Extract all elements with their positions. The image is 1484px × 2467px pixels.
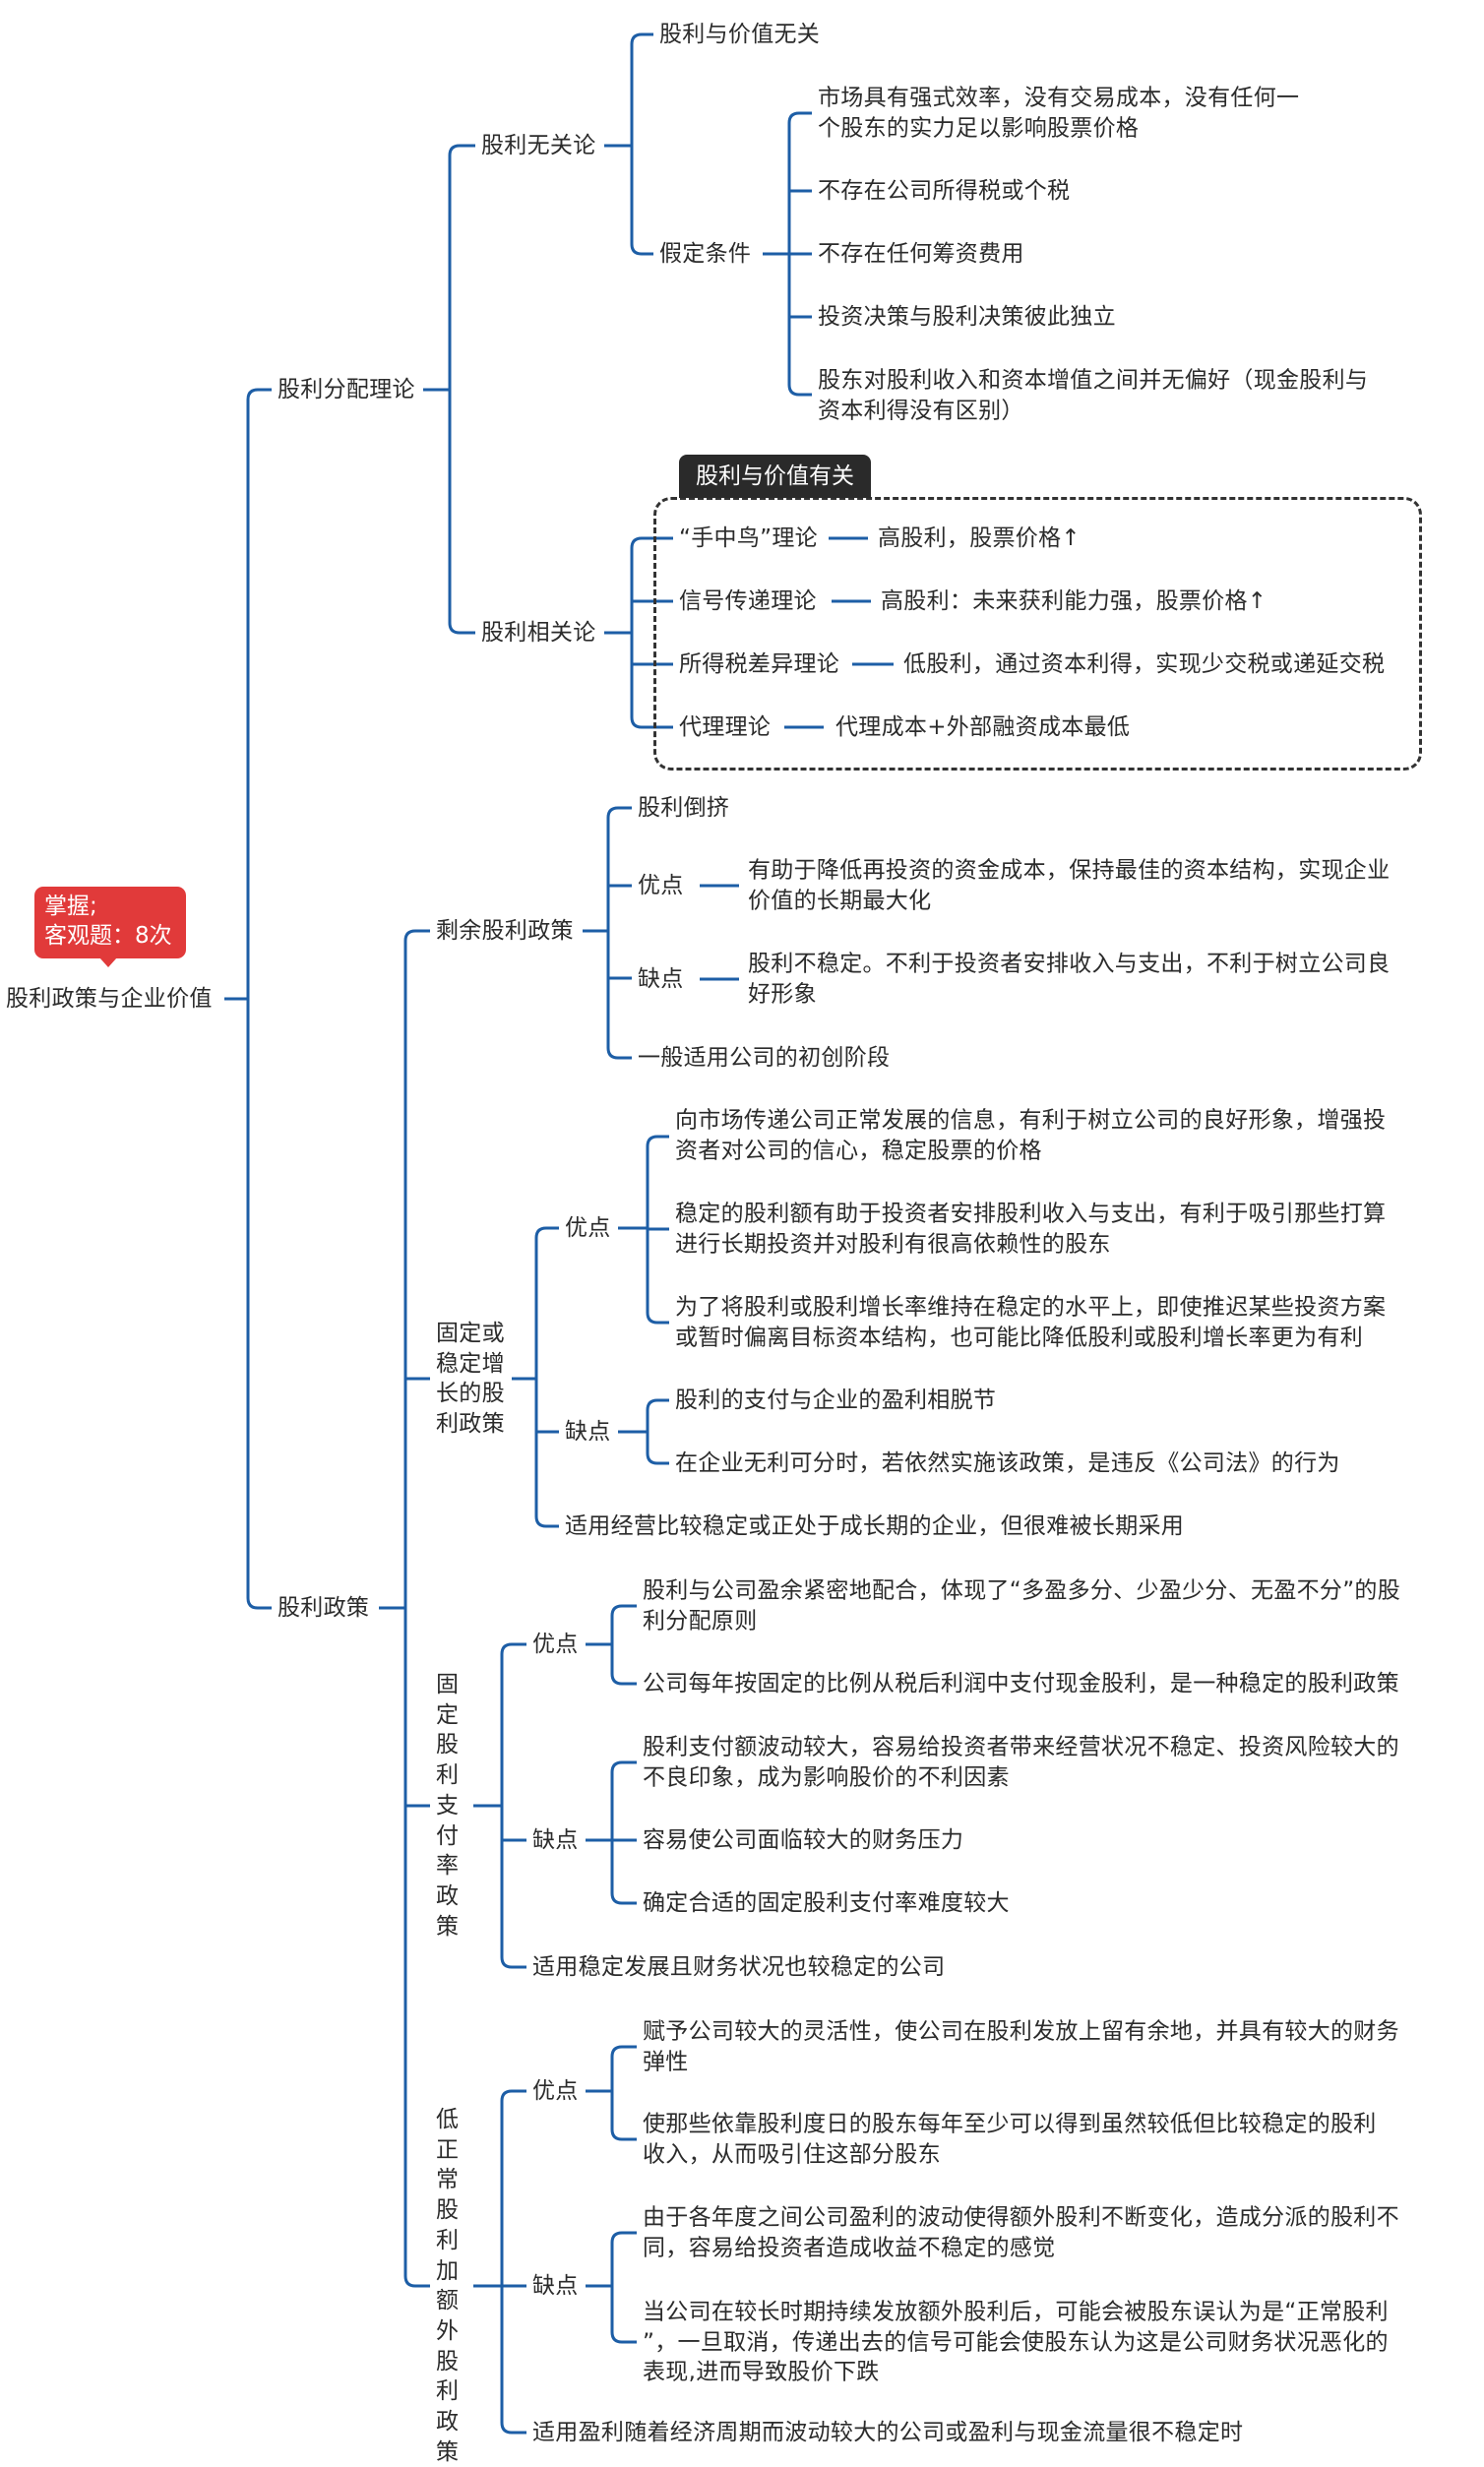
stable-cons-item[interactable]: 股利的支付与企业的盈利相脱节 [675, 1387, 997, 1413]
low-extra-cons-item[interactable]: 由于各年度之间公司盈利的波动使得额外股利不断变化，造成分派的股利不 同，容易给投… [643, 2204, 1399, 2261]
connector-line [610, 2231, 637, 2344]
stable-pros-label[interactable]: 优点 [565, 1214, 611, 1241]
connector-line [606, 806, 632, 1060]
connector-line [610, 2045, 637, 2141]
assumption-item[interactable]: 不存在任何筹资费用 [818, 240, 1024, 267]
relevance-theory-name[interactable]: 代理理论 [679, 713, 772, 740]
low-extra-cons-item[interactable]: 当公司在较长时期持续发放额外股利后，可能会被股东误认为是“正常股利 ”，一旦取消… [643, 2299, 1389, 2385]
stable-applicable[interactable]: 适用经营比较稳定或正处于成长期的企业，但很难被长期采用 [565, 1512, 1185, 1539]
fixed-ratio-cons-item[interactable]: 股利支付额波动较大，容易给投资者带来经营状况不稳定、投资风险较大的 不良印象，成… [643, 1734, 1399, 1791]
stable-pros-item[interactable]: 稳定的股利额有助于投资者安排股利收入与支出，有利于吸引那些打算 进行长期投资并对… [675, 1201, 1387, 1258]
fixed-ratio-pros-item[interactable]: 股利与公司盈余紧密地配合，体现了“多盈多分、少盈少分、无盈不分”的股 利分配原则 [643, 1577, 1401, 1634]
fixed-ratio-pros-label[interactable]: 优点 [532, 1631, 579, 1657]
node-theory[interactable]: 股利分配理论 [278, 376, 415, 402]
connector-line [646, 1398, 669, 1465]
residual-applicable[interactable]: 一般适用公司的初创阶段 [638, 1044, 891, 1071]
assumption-item[interactable]: 市场具有强式效率，没有交易成本，没有任何一 个股东的实力足以影响股票价格 [818, 85, 1300, 142]
stable-cons-item[interactable]: 在企业无利可分时，若依然实施该政策，是违反《公司法》的行为 [675, 1449, 1340, 1476]
fixed-ratio-applicable[interactable]: 适用稳定发展且财务状况也较稳定的公司 [532, 1953, 946, 1980]
node-relevance[interactable]: 股利相关论 [481, 619, 596, 646]
relevance-theory-desc[interactable]: 高股利，股票价格↑ [878, 524, 1081, 551]
connector-line [610, 1760, 637, 1905]
connector-line [630, 32, 653, 256]
residual-cons-label[interactable]: 缺点 [638, 965, 684, 992]
assumption-item[interactable]: 股东对股利收入和资本增值之间并无偏好（现金股利与 资本利得没有区别） [818, 367, 1369, 424]
fixed-ratio-cons-item[interactable]: 容易使公司面临较大的财务压力 [643, 1826, 964, 1853]
node-irrelevance-item[interactable]: 股利与价值无关 [659, 21, 821, 47]
node-low-extra-policy[interactable]: 低正常股利加额外股利政策 [436, 2106, 460, 2465]
connector-line [246, 388, 272, 1610]
node-policy[interactable]: 股利政策 [278, 1594, 370, 1621]
node-fixed-ratio-policy[interactable]: 固定股利支付率政策 [436, 1671, 460, 1940]
low-extra-cons-label[interactable]: 缺点 [532, 2272, 579, 2299]
connector-line [500, 2089, 526, 2435]
residual-pros[interactable]: 有助于降低再投资的资金成本，保持最佳的资本结构，实现企业 价值的长期最大化 [748, 857, 1391, 914]
relevance-theory-desc[interactable]: 低股利，通过资本利得，实现少交税或递延交税 [903, 650, 1386, 677]
connector-line [403, 929, 430, 2288]
connector-line [630, 536, 673, 729]
relevance-theory-name[interactable]: “手中鸟”理论 [679, 524, 818, 551]
node-stable-policy[interactable]: 固定或稳定增长的股利政策 [436, 1321, 505, 1437]
node-irrelevance[interactable]: 股利无关论 [481, 132, 596, 158]
stable-pros-item[interactable]: 为了将股利或股利增长率维持在稳定的水平上，即使推迟某些投资方案 或暂时偏离目标资… [675, 1294, 1387, 1351]
node-residual-policy[interactable]: 剩余股利政策 [436, 917, 574, 944]
stable-pros-item[interactable]: 向市场传递公司正常发展的信息，有利于树立公司的良好形象，增强投 资者对公司的信心… [675, 1107, 1387, 1164]
connector-line [448, 144, 475, 635]
fixed-ratio-pros-item[interactable]: 公司每年按固定的比例从税后利润中支付现金股利，是一种稳定的股利政策 [643, 1670, 1399, 1696]
relevance-dashed-box [653, 497, 1422, 771]
residual-cons[interactable]: 股利不稳定。不利于投资者安排收入与支出，不利于树立公司良 好形象 [748, 951, 1391, 1008]
connector-line [610, 1604, 637, 1686]
low-extra-pros-label[interactable]: 优点 [532, 2077, 579, 2104]
fixed-ratio-cons-label[interactable]: 缺点 [532, 1826, 579, 1853]
relevance-theory-desc[interactable]: 代理成本+外部融资成本最低 [835, 713, 1131, 740]
node-assumptions[interactable]: 假定条件 [659, 240, 752, 267]
mastery-badge: 掌握; 客观题：8次 [34, 887, 186, 967]
residual-item[interactable]: 股利倒挤 [638, 794, 730, 821]
relevance-theory-name[interactable]: 信号传递理论 [679, 587, 817, 614]
relevance-theory-name[interactable]: 所得税差异理论 [679, 650, 840, 677]
relevance-theory-desc[interactable]: 高股利：未来获利能力强，股票价格↑ [881, 587, 1268, 614]
relevance-box-title: 股利与价值有关 [679, 455, 871, 498]
residual-pros-label[interactable]: 优点 [638, 872, 684, 898]
stable-cons-label[interactable]: 缺点 [565, 1418, 611, 1445]
root-node[interactable]: 股利政策与企业价值 [6, 985, 213, 1012]
low-extra-pros-item[interactable]: 赋予公司较大的灵活性，使公司在股利发放上留有余地，并具有较大的财务 弹性 [643, 2018, 1399, 2075]
low-extra-pros-item[interactable]: 使那些依靠股利度日的股东每年至少可以得到虽然较低但比较稳定的股利 收入，从而吸引… [643, 2111, 1377, 2168]
connector-line [534, 1226, 559, 1528]
assumption-item[interactable]: 不存在公司所得税或个税 [818, 177, 1071, 204]
fixed-ratio-cons-item[interactable]: 确定合适的固定股利支付率难度较大 [643, 1889, 1010, 1916]
connector-line [500, 1642, 526, 1969]
assumption-item[interactable]: 投资决策与股利决策彼此独立 [818, 303, 1116, 330]
low-extra-applicable[interactable]: 适用盈利随着经济周期而波动较大的公司或盈利与现金流量很不稳定时 [532, 2419, 1244, 2445]
